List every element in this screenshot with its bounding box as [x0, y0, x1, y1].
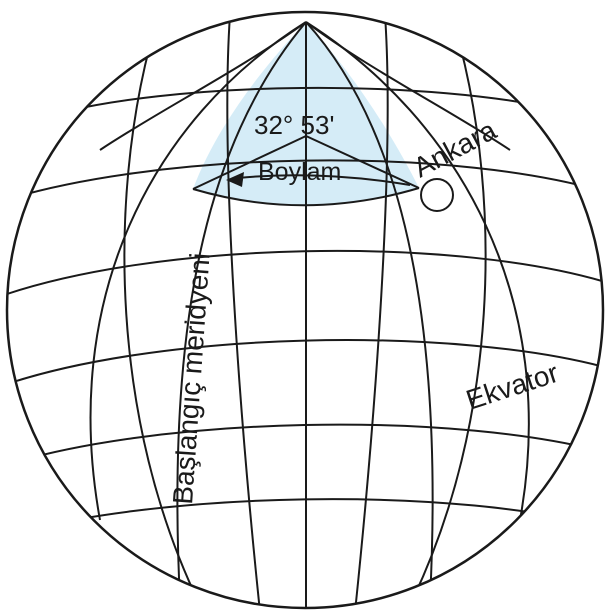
- prime-meridian-label: Başlangıç meridyeni: [167, 252, 216, 506]
- ankara-marker: [421, 179, 453, 211]
- angle-label: 32° 53': [254, 110, 334, 140]
- boylam-label: Boylam: [258, 158, 341, 186]
- equator-label: Ekvator: [462, 357, 562, 416]
- parallel-line: [0, 251, 605, 300]
- parallel-line: [0, 499, 605, 540]
